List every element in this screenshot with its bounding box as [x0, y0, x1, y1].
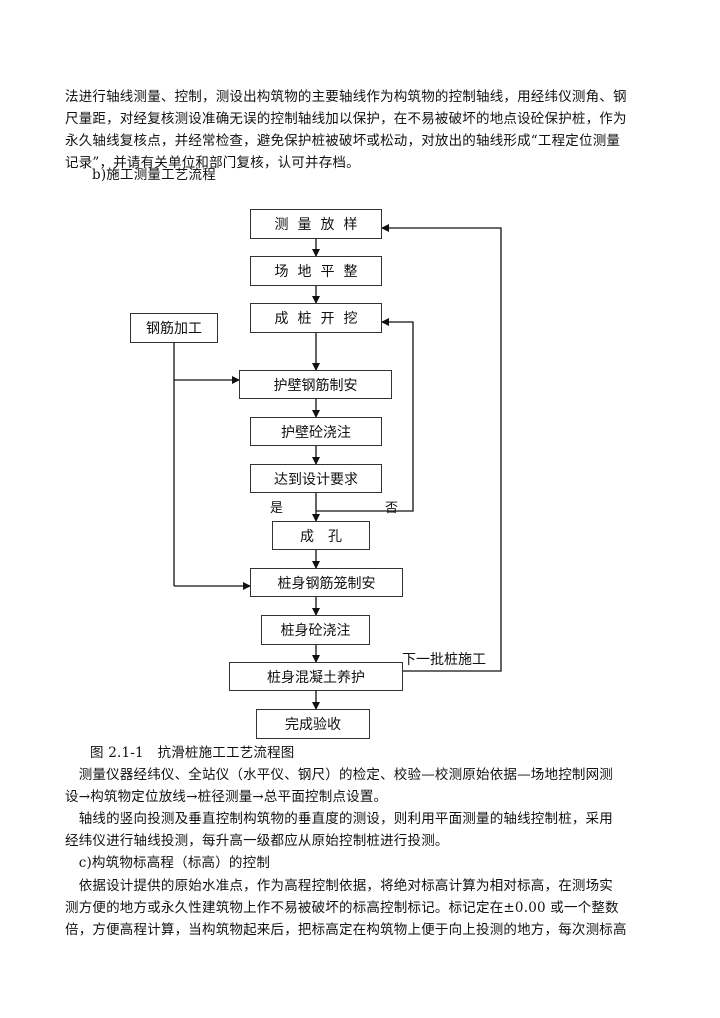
- step-site-leveling: 场地平整: [250, 256, 382, 286]
- text-line: 设→构筑物定位放线→桩径测量→总平面控制点设置。: [65, 789, 388, 805]
- next-batch-label: 下一批桩施工: [402, 652, 486, 668]
- step-pile-curing: 桩身混凝土养护: [229, 662, 403, 691]
- step-survey-layout: 测量放样: [250, 209, 382, 239]
- text-line: 法进行轴线测量、控制，测设出构筑物的主要轴线作为构筑物的控制轴线，用经纬仪测角、…: [65, 89, 627, 105]
- text-line: 倍，方便高程计算，当构筑物起来后，把标高定在构筑物上便于向上投测的地方，每次测标…: [65, 922, 627, 938]
- text-line: 记录”，并请有关单位和部门复核，认可并存档。: [65, 155, 360, 171]
- step-wall-concrete-pour: 护壁砼浇注: [250, 417, 382, 446]
- yes-label: 是: [270, 501, 284, 516]
- step-wall-rebar-install: 护壁钢筋制安: [239, 370, 392, 399]
- text-line: 测方便的地方或永久性建筑物上作不易被破坏的标高控制标记。标记定在±0.00 或一…: [65, 900, 619, 916]
- step-acceptance: 完成验收: [256, 709, 370, 739]
- step-meet-design: 达到设计要求: [250, 464, 382, 493]
- step-hole-complete: 成 孔: [272, 521, 370, 550]
- step-pile-concrete-pour: 桩身砼浇注: [261, 615, 370, 645]
- figure-caption: 图 2.1-1 抗滑桩施工工艺流程图: [90, 745, 295, 761]
- text-line: 经纬仪进行轴线投测，每升高一级都应从原始控制桩进行投测。: [65, 833, 449, 849]
- section-heading: c)构筑物标高程（标高）的控制: [65, 855, 271, 871]
- text-line: 永久轴线复核点，并经常检查，避免保护桩被破坏或松动，对放出的轴线形成“工程定位测…: [65, 133, 621, 149]
- step-rebar-processing: 钢筋加工: [130, 313, 218, 343]
- no-loop-arrow: [316, 318, 414, 512]
- no-label: 否: [385, 501, 399, 516]
- section-heading: b)施工测量工艺流程: [92, 167, 216, 183]
- step-pile-cage-install: 桩身钢筋笼制安: [250, 568, 403, 597]
- step-pile-excavation: 成桩开挖: [250, 303, 382, 333]
- text-line: 轴线的竖向投测及垂直控制构筑物的垂直度的测设，则利用平面测量的轴线控制桩，采用: [65, 811, 613, 827]
- next-batch-loop-arrow: [381, 224, 502, 672]
- text-line: 尺量距，对经复核测设准确无误的控制轴线加以保护，在不易被破坏的地点设砼保护桩，作…: [65, 111, 627, 127]
- text-line: 依据设计提供的原始水准点，作为高程控制依据，将绝对标高计算为相对标高，在测场实: [65, 878, 613, 894]
- text-line: 测量仪器经纬仪、全站仪（水平仪、钢尺）的检定、校验—校测原始依据—场地控制网测: [65, 767, 613, 783]
